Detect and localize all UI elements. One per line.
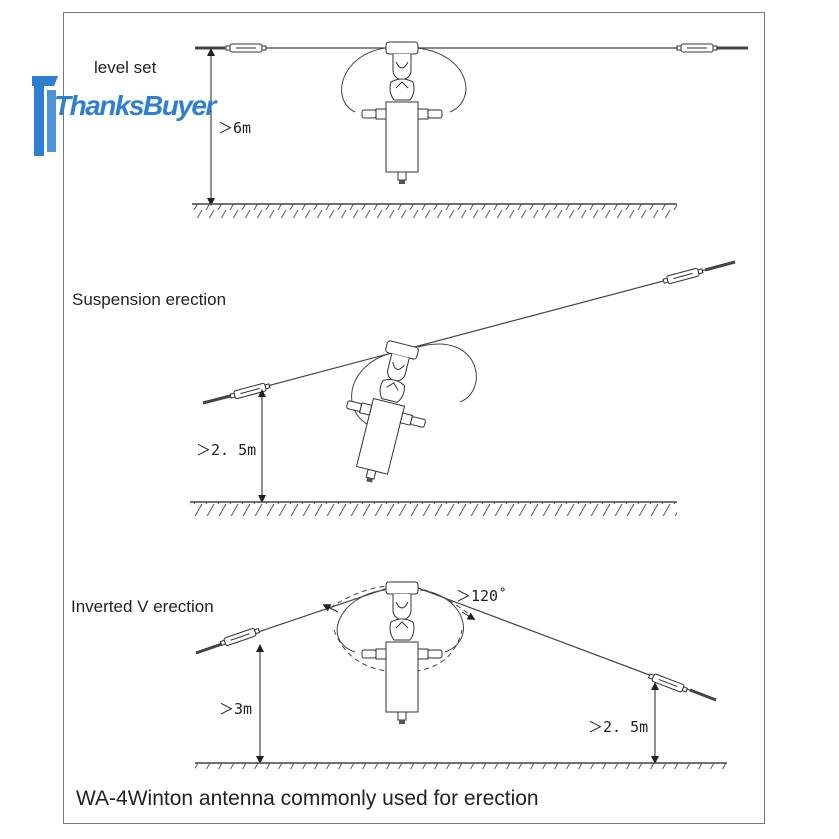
logo-text: ThanksBuyer — [54, 90, 216, 121]
suspension-title: Suspension erection — [72, 290, 227, 309]
caption: WA-4Winton antenna commonly used for ere… — [76, 787, 539, 810]
right-insulator — [647, 671, 689, 695]
ground-hatch — [190, 502, 677, 516]
ground-hatch — [192, 204, 677, 218]
antenna-unit — [361, 581, 443, 725]
left-insulator — [219, 626, 261, 648]
right-insulator — [676, 43, 718, 53]
inverted-v-title: Inverted V erection — [71, 597, 214, 616]
level-set-height-label: ＞6m — [218, 119, 252, 137]
right-wire-loop — [417, 47, 467, 113]
logo-mark-icon — [32, 76, 58, 156]
thanksbuyer-logo: ThanksBuyer — [30, 74, 216, 158]
level-set-section — [192, 41, 748, 218]
diagram-frame — [63, 12, 765, 824]
left-wire-loop — [351, 354, 386, 429]
left-wire-loop — [336, 589, 386, 653]
suspension-section — [190, 260, 736, 516]
left-wire-loop — [341, 47, 386, 113]
antenna-unit — [361, 41, 443, 185]
angle-label: ＞120˚ — [456, 587, 508, 605]
right-height-label: ＞2. 5m — [588, 718, 649, 736]
left-height-label: ＞3m — [219, 700, 253, 718]
right-insulator — [662, 266, 704, 286]
right-wire-loop — [417, 343, 477, 403]
sloped-wire — [202, 261, 736, 404]
left-insulator — [229, 381, 271, 401]
ground-hatch — [195, 763, 727, 769]
suspension-height-label: ＞2. 5m — [196, 441, 257, 459]
inverted-v-section — [195, 581, 727, 769]
level-set-title: level set — [94, 58, 157, 77]
antenna-unit — [329, 334, 443, 493]
left-insulator — [225, 43, 267, 53]
